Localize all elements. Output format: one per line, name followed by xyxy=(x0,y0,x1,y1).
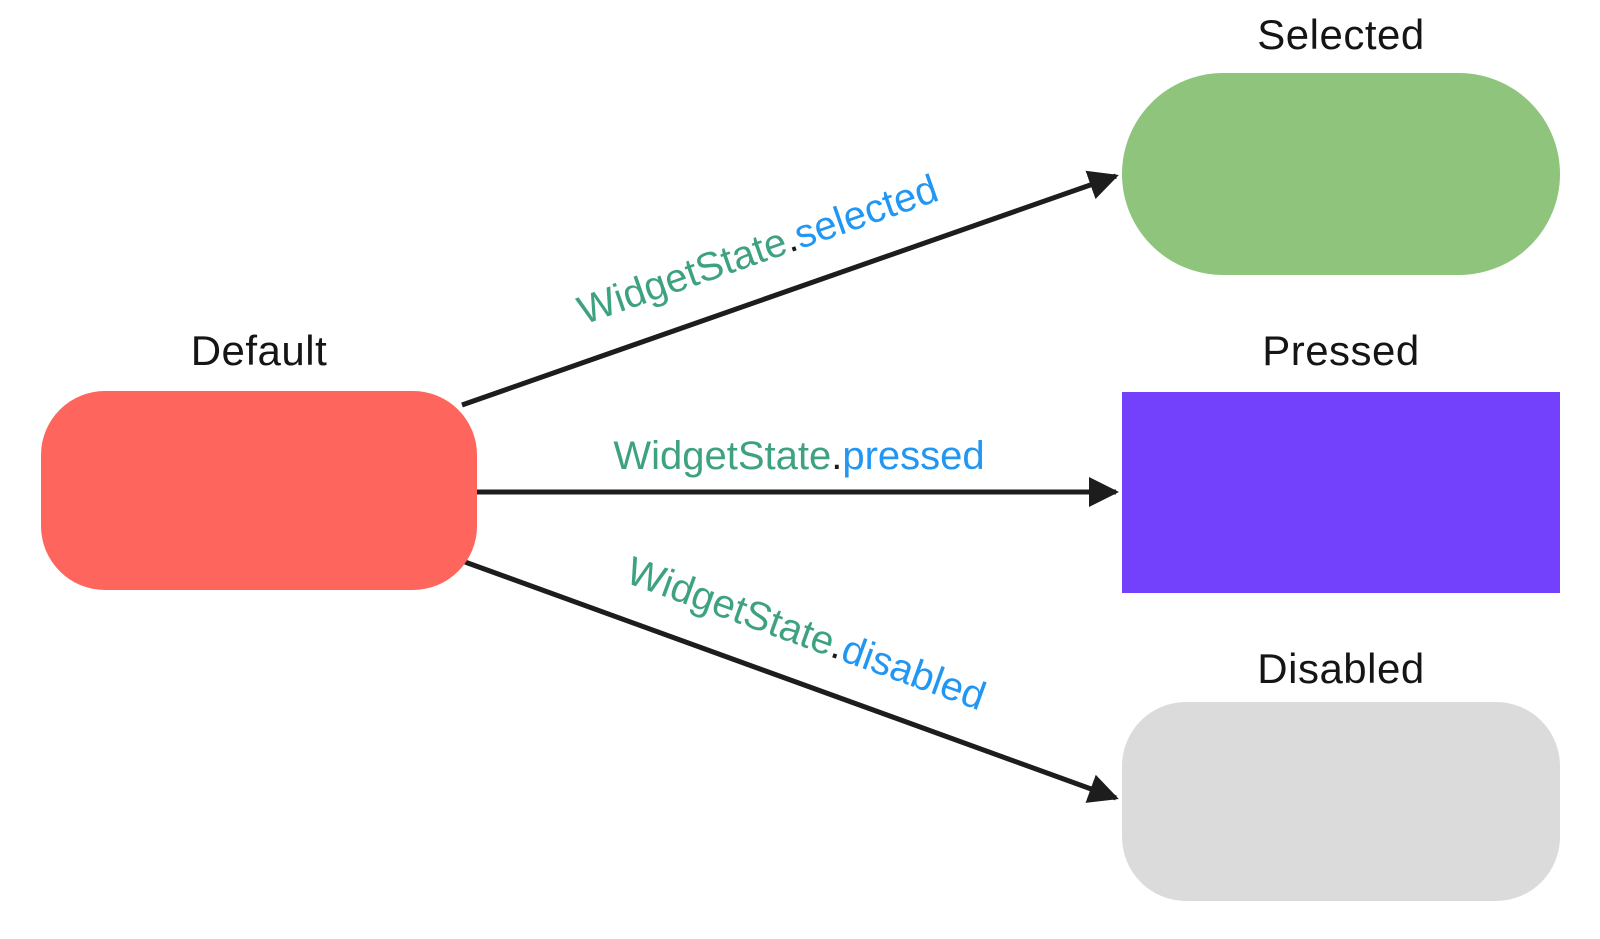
node-title-disabled: Disabled xyxy=(1257,645,1425,692)
edge-label-dot: . xyxy=(831,434,843,478)
arrow-default-to-disabled xyxy=(464,559,1119,803)
node-title-pressed: Pressed xyxy=(1262,327,1420,374)
edge-label-state: selected xyxy=(788,166,944,258)
node-title-selected: Selected xyxy=(1257,11,1425,58)
edge-label-state: pressed xyxy=(842,434,985,478)
edge-label-state: disabled xyxy=(836,626,992,720)
node-pressed xyxy=(1122,392,1560,593)
edge-label-prefix: WidgetState xyxy=(620,548,841,665)
edge-label-prefix: WidgetState xyxy=(572,219,793,334)
arrow-default-to-selected xyxy=(461,170,1119,408)
edge-label-selected: WidgetState.selected xyxy=(572,166,944,334)
node-disabled xyxy=(1122,702,1560,901)
node-default xyxy=(41,391,477,590)
node-selected xyxy=(1122,73,1560,275)
node-title-default: Default xyxy=(190,327,328,374)
edge-label-disabled: WidgetState.disabled xyxy=(620,548,992,720)
edge-label-pressed: WidgetState.pressed xyxy=(613,436,984,476)
edge-label-prefix: WidgetState xyxy=(613,434,832,478)
